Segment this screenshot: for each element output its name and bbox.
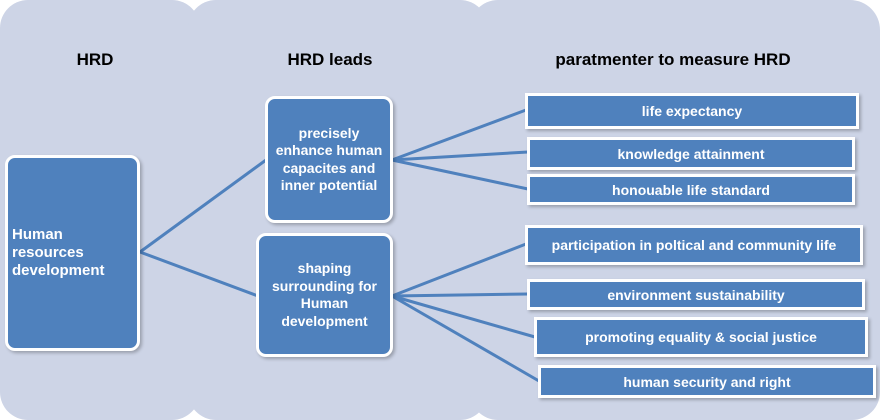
parameter-label: promoting equality & social justice — [585, 329, 817, 345]
connector-root-lead-1 — [139, 158, 267, 254]
parameter-human-security: human security and right — [538, 365, 876, 398]
hrd-header: HRD — [76, 50, 114, 69]
connector-lead-2-param-5 — [391, 292, 529, 298]
connector-lead-2-param-7 — [391, 294, 540, 383]
parameter-label: honouable life standard — [612, 181, 770, 198]
connector-lead-1-param-3 — [391, 158, 529, 191]
lead-node-2-label: shaping surrounding for Human developmen… — [272, 260, 377, 329]
parameters-header: paratmenter to measure HRD — [555, 50, 791, 69]
connector-lead-2-param-6 — [391, 294, 536, 339]
parameter-political-participation: participation in poltical and community … — [525, 225, 863, 265]
root-node: Human resources development — [5, 155, 140, 351]
lead-node-1-label: precisely enhance human capacites and in… — [275, 124, 383, 194]
parameter-label: life expectancy — [641, 103, 743, 119]
lead-node-2: shaping surrounding for Human developmen… — [256, 233, 393, 357]
parameter-equality-justice: promoting equality & social justice — [534, 317, 868, 357]
parameter-label: participation in poltical and community … — [551, 237, 837, 253]
connector-lead-2-param-4 — [391, 242, 527, 298]
connector-lead-1-param-1 — [391, 108, 527, 162]
parameter-environment-sustainability: environment sustainability — [527, 279, 865, 310]
parameter-label: human security and right — [623, 373, 791, 390]
parameter-knowledge-attainment: knowledge attainment — [527, 137, 855, 170]
connector-root-lead-2 — [139, 250, 259, 298]
parameter-label: knowledge attainment — [617, 145, 765, 162]
parameter-life-expectancy: life expectancy — [525, 93, 859, 129]
connector-lead-1-param-2 — [391, 150, 529, 162]
lead-node-1: precisely enhance human capacites and in… — [265, 96, 393, 223]
parameter-label: environment sustainability — [607, 286, 785, 303]
parameter-life-standard: honouable life standard — [527, 174, 855, 205]
root-node-label: Human resources development — [12, 226, 105, 279]
hrd-leads-header: HRD leads — [287, 50, 373, 69]
